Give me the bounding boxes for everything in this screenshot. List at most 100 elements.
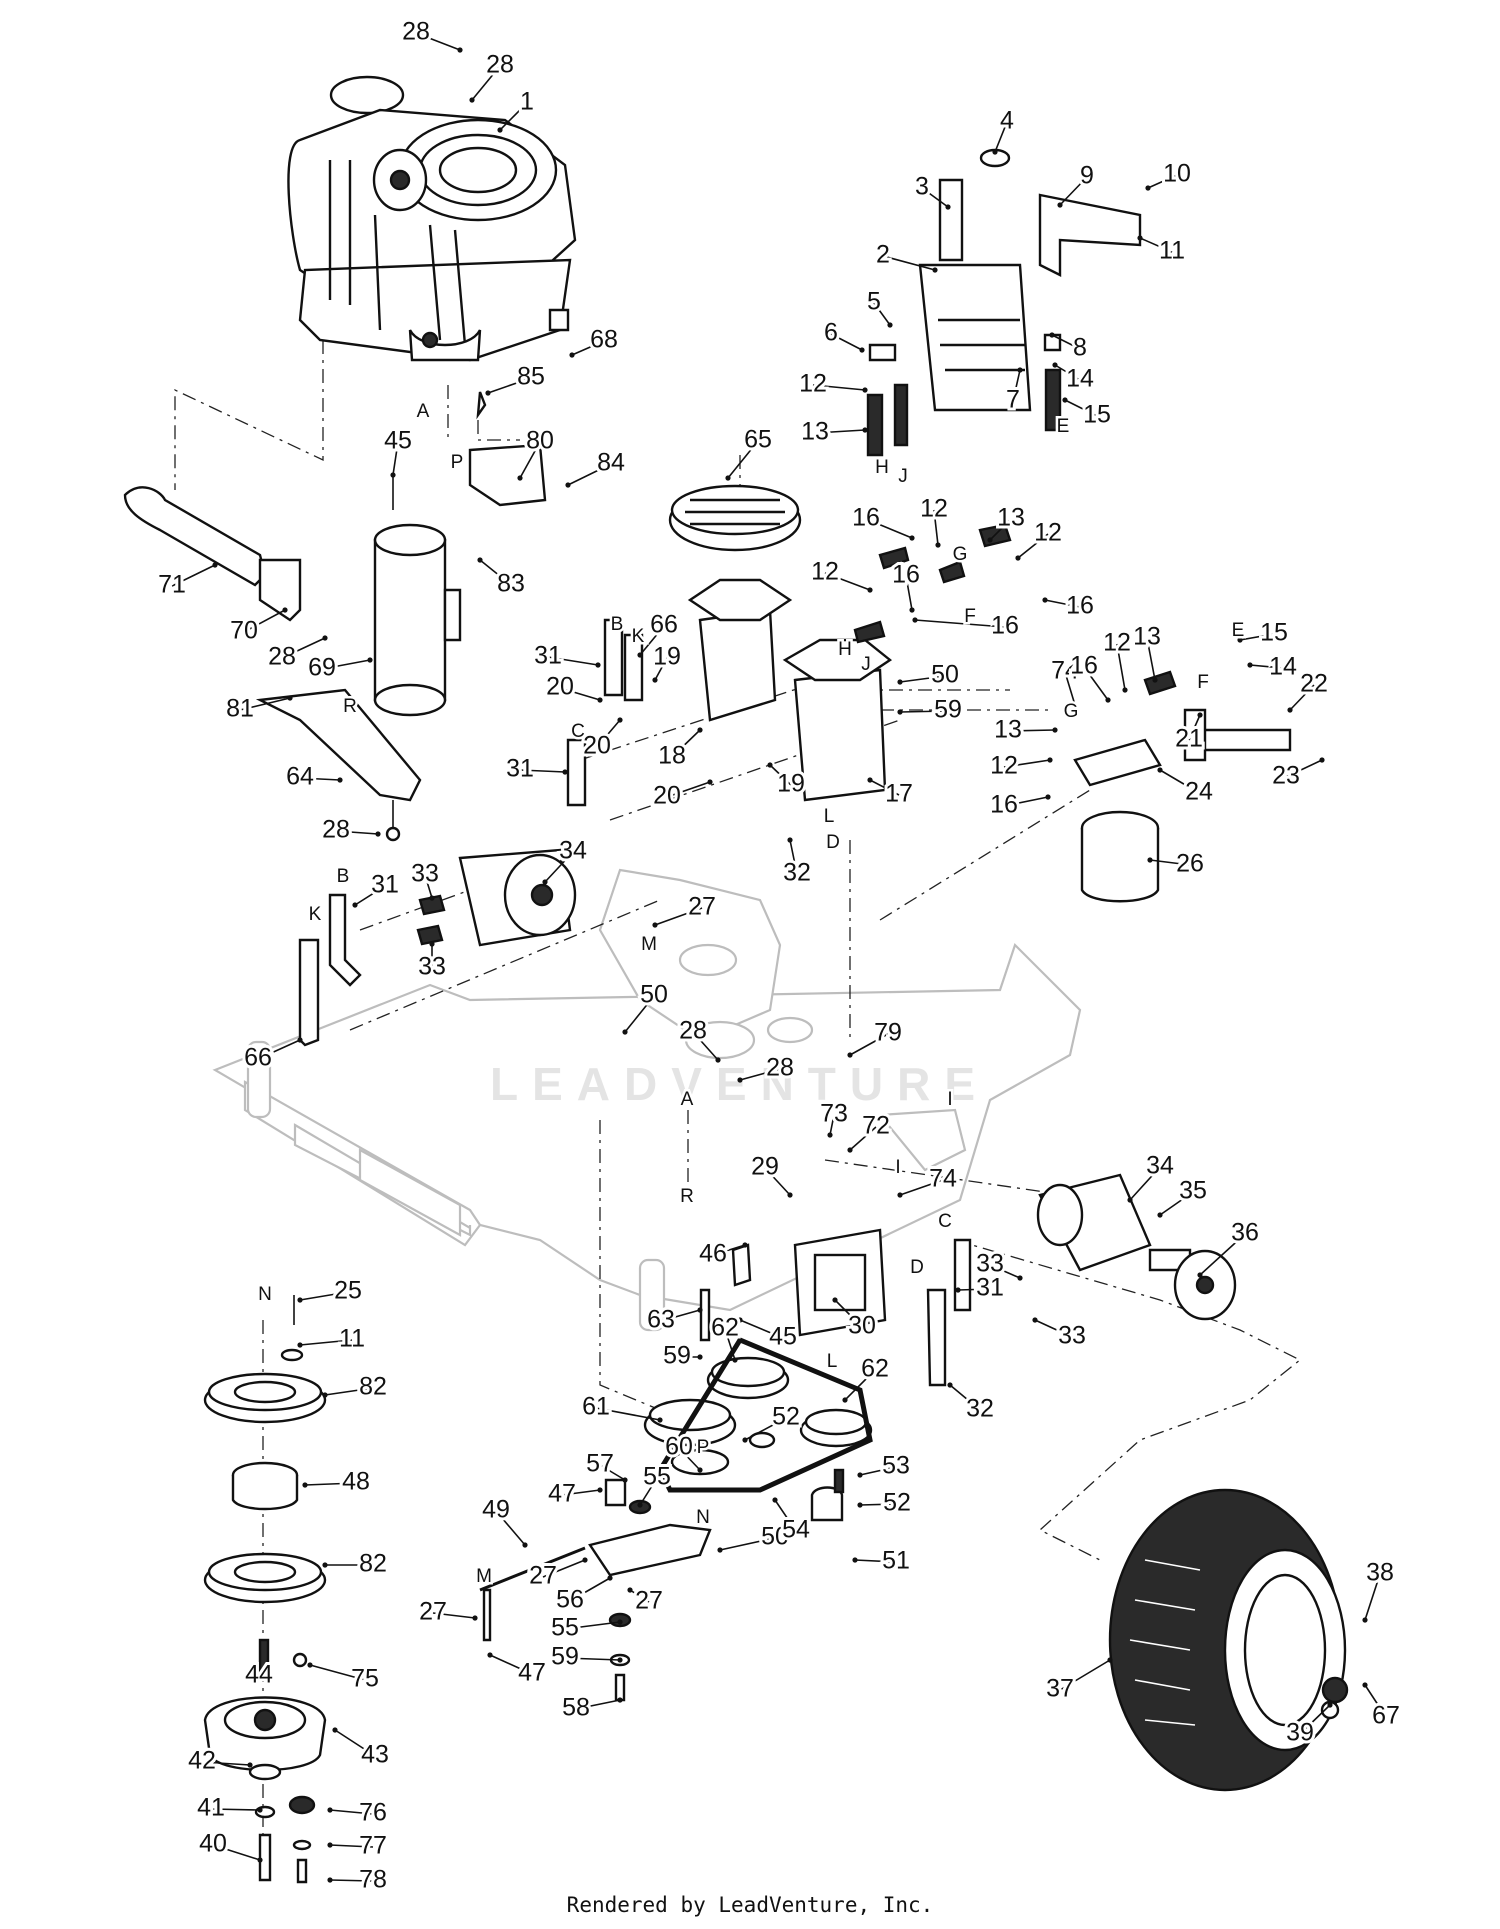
leader-arrowhead bbox=[569, 352, 575, 358]
leader-line bbox=[1116, 643, 1126, 691]
callout-number: 36 bbox=[1231, 1219, 1259, 1247]
leader-line bbox=[1299, 1704, 1331, 1735]
chassis-frame bbox=[212, 868, 1082, 1332]
callout-43: 43 bbox=[332, 1727, 392, 1772]
leader-line bbox=[1188, 714, 1201, 741]
leader-arrowhead bbox=[1052, 727, 1058, 733]
leader-arrowhead bbox=[737, 1317, 743, 1323]
callout-12: 12 bbox=[987, 749, 1053, 783]
leader-line bbox=[596, 719, 621, 748]
connection-letter-J: J bbox=[861, 654, 871, 675]
leader-arrowhead bbox=[697, 727, 703, 733]
leader-line bbox=[1059, 176, 1088, 206]
callout-40: 40 bbox=[196, 1827, 263, 1863]
callout-number: 16 bbox=[892, 561, 920, 589]
leader-arrowhead bbox=[862, 427, 868, 433]
leader-arrowhead bbox=[955, 1287, 961, 1293]
leader-arrowhead bbox=[847, 1147, 853, 1153]
leader-arrowhead bbox=[1197, 712, 1203, 718]
leader-arrowhead bbox=[582, 1557, 588, 1563]
callout-number: 50 bbox=[931, 661, 959, 689]
callout-12: 12 bbox=[1015, 516, 1065, 561]
callout-28: 28 bbox=[737, 1051, 797, 1085]
callout-number: 59 bbox=[934, 696, 962, 724]
fuel-tank-assembly bbox=[866, 148, 1142, 457]
callout-number: 19 bbox=[777, 770, 805, 798]
leader-line bbox=[171, 564, 216, 587]
leader-line bbox=[844, 1369, 876, 1401]
engine-assembly bbox=[287, 75, 577, 420]
callout-number: 77 bbox=[359, 1832, 387, 1860]
callout-12: 12 bbox=[796, 367, 868, 401]
leader-arrowhead bbox=[472, 1615, 478, 1621]
callout-number: 83 bbox=[497, 570, 525, 598]
callout-79: 79 bbox=[847, 1016, 905, 1058]
callout-number: 12 bbox=[1103, 629, 1131, 657]
callout-number: 32 bbox=[966, 1395, 994, 1423]
callout-number: 28 bbox=[402, 18, 430, 46]
callout-number: 52 bbox=[883, 1489, 911, 1517]
leader-arrowhead bbox=[867, 777, 873, 783]
callout-17: 17 bbox=[867, 777, 916, 811]
watermark-text: LEADVENTURE bbox=[490, 1058, 989, 1110]
leader-line bbox=[1147, 174, 1178, 189]
callout-80: 80 bbox=[517, 424, 557, 481]
callout-number: 44 bbox=[245, 1661, 273, 1689]
leader-line bbox=[239, 697, 291, 711]
callout-number: 34 bbox=[559, 837, 587, 865]
callout-number: 57 bbox=[586, 1450, 614, 1478]
leader-arrowhead bbox=[617, 1619, 623, 1625]
leader-arrowhead bbox=[1015, 555, 1021, 561]
leader-arrowhead bbox=[322, 1392, 328, 1398]
callout-number: 20 bbox=[546, 673, 574, 701]
leader-arrowhead bbox=[772, 1497, 778, 1503]
callout-37: 37 bbox=[1043, 1657, 1113, 1706]
callout-number: 73 bbox=[820, 1100, 848, 1128]
connection-letter-R: R bbox=[680, 1186, 694, 1207]
callout-54: 54 bbox=[772, 1497, 813, 1547]
callout-number: 14 bbox=[1066, 365, 1094, 393]
connection-letter-E: E bbox=[1057, 416, 1070, 437]
leader-line bbox=[329, 1809, 374, 1815]
leader-line bbox=[471, 65, 501, 101]
callout-4: 4 bbox=[992, 104, 1017, 155]
leader-line bbox=[666, 781, 711, 798]
leader-line bbox=[1012, 369, 1021, 402]
leader-line bbox=[329, 1844, 374, 1848]
callout-74: 74 bbox=[897, 1162, 960, 1198]
leader-arrowhead bbox=[297, 1037, 303, 1043]
callout-number: 61 bbox=[582, 1393, 610, 1421]
leader-arrowhead bbox=[595, 662, 601, 668]
leader-arrowhead bbox=[517, 475, 523, 481]
leader-line bbox=[873, 302, 891, 326]
leader-line bbox=[1064, 671, 1076, 706]
leader-arrowhead bbox=[1045, 794, 1051, 800]
callout-16: 16 bbox=[889, 558, 923, 613]
leader-line bbox=[1034, 1319, 1073, 1338]
leader-line bbox=[624, 995, 655, 1033]
connection-letter-C: C bbox=[938, 1211, 952, 1232]
callout-78: 78 bbox=[327, 1863, 390, 1897]
leader-line bbox=[564, 1621, 621, 1630]
callout-number: 74 bbox=[929, 1165, 957, 1193]
callout-number: 31 bbox=[976, 1274, 1004, 1302]
callout-44: 44 bbox=[242, 1658, 276, 1692]
leader-arrowhead bbox=[697, 1467, 703, 1473]
callout-11: 11 bbox=[297, 1322, 368, 1356]
connection-letter-A: A bbox=[681, 1089, 694, 1110]
callout-number: 13 bbox=[801, 418, 829, 446]
callout-11: 11 bbox=[1137, 234, 1188, 268]
callout-14: 14 bbox=[1052, 362, 1097, 396]
leader-line bbox=[639, 1477, 658, 1506]
callout-number: 75 bbox=[351, 1665, 379, 1693]
leader-line bbox=[595, 1407, 661, 1421]
leader-arrowhead bbox=[767, 762, 773, 768]
leader-arrowhead bbox=[497, 127, 503, 133]
leader-line bbox=[859, 1466, 897, 1476]
callout-82: 82 bbox=[322, 1547, 390, 1581]
leader-arrowhead bbox=[565, 482, 571, 488]
leader-arrowhead bbox=[429, 895, 435, 901]
leader-arrowhead bbox=[1147, 857, 1153, 863]
leader-arrowhead bbox=[352, 902, 358, 908]
